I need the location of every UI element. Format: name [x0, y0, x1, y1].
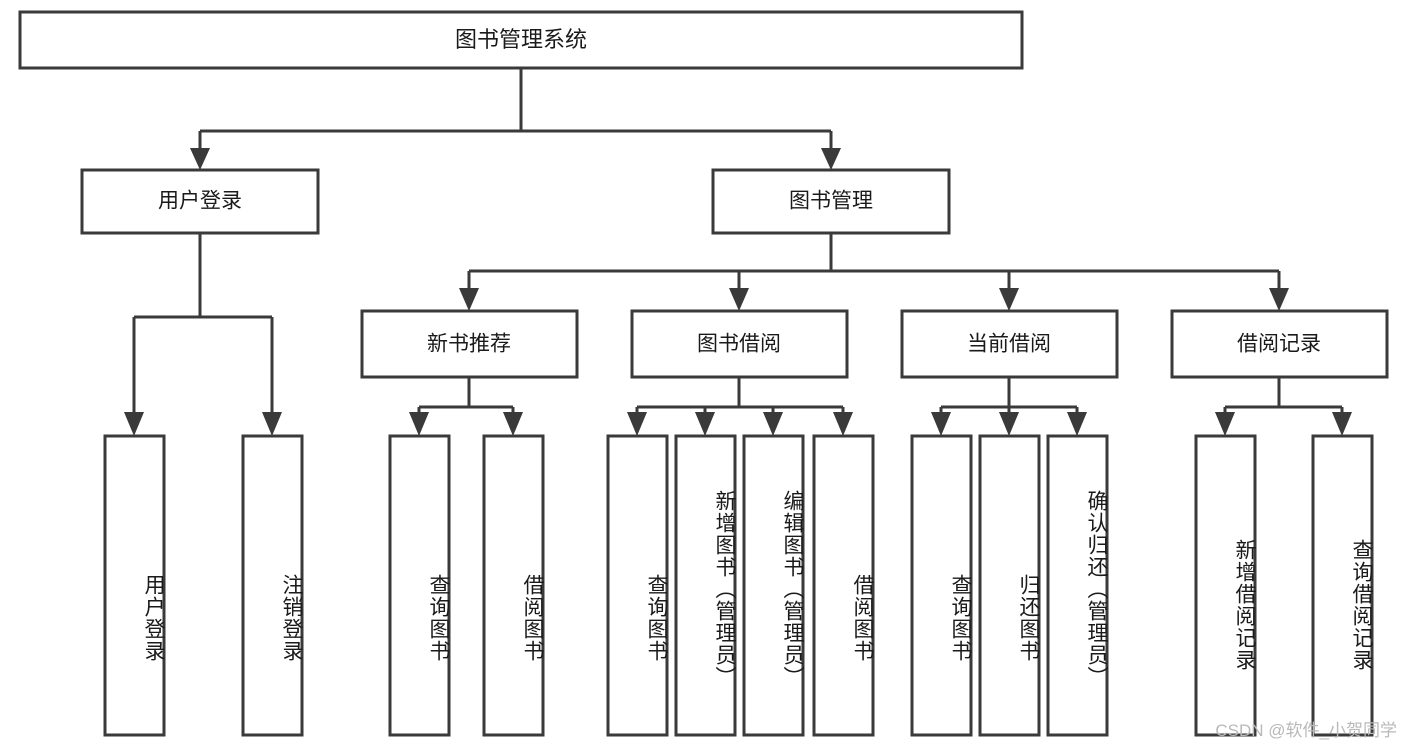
node-user-login-box[interactable]: [80, 168, 320, 235]
arrow-leaf-new-book-2: [503, 412, 523, 436]
arrow-borrow-record: [1269, 288, 1289, 311]
arrow-leaf-current-borrow-3: [1067, 412, 1087, 436]
node-book-manage[interactable]: 图书管理: [711, 168, 951, 235]
leaf-box-book-borrow-1[interactable]: [606, 434, 669, 737]
leaf-box-current-borrow-3[interactable]: [1046, 434, 1109, 737]
arrow-new-book: [459, 288, 479, 311]
arrow-leaf-user-login-1: [124, 412, 144, 436]
leaf-box-user-login-2[interactable]: [241, 434, 304, 737]
node-user-login[interactable]: 用户登录: [80, 168, 320, 235]
csdn-watermark: CSDN @软件_小贺同学: [1215, 721, 1397, 740]
node-book-borrow[interactable]: 图书借阅: [630, 309, 849, 379]
node-book-manage-box[interactable]: [711, 168, 951, 235]
node-root[interactable]: 图书管理系统: [18, 10, 1024, 70]
leaf-boxes: [103, 434, 1374, 737]
node-borrow-record[interactable]: 借阅记录: [1170, 309, 1389, 379]
leaf-box-current-borrow-2[interactable]: [978, 434, 1041, 737]
node-borrow-record-box[interactable]: [1170, 309, 1389, 379]
arrow-leaf-book-borrow-4: [833, 412, 853, 436]
leaf-box-book-borrow-4[interactable]: [812, 434, 875, 737]
node-new-book-recommend[interactable]: 新书推荐: [360, 309, 579, 379]
leaf-box-borrow-record-2[interactable]: [1311, 434, 1374, 737]
arrow-leaf-new-book-1: [409, 412, 429, 436]
arrow-leaf-borrow-record-2: [1332, 412, 1352, 436]
node-current-borrow[interactable]: 当前借阅: [900, 309, 1119, 379]
arrow-leaf-book-borrow-3: [763, 412, 783, 436]
node-user-login-label: 用户登录: [158, 190, 242, 213]
arrow-leaf-book-borrow-1: [627, 412, 647, 436]
connectors: [124, 68, 1352, 436]
arrow-book-borrow: [729, 288, 749, 311]
leaf-box-current-borrow-1[interactable]: [910, 434, 973, 737]
node-book-borrow-label: 图书借阅: [697, 333, 781, 356]
arrow-current-borrow: [999, 288, 1019, 311]
arrow-leaf-current-borrow-2: [999, 412, 1019, 436]
arrow-leaf-book-borrow-2: [695, 412, 715, 436]
leaf-box-book-borrow-3[interactable]: [742, 434, 805, 737]
arrow-leaf-borrow-record-1: [1215, 412, 1235, 436]
arrow-user-login: [190, 148, 210, 170]
leaf-box-new-book-2[interactable]: [482, 434, 545, 737]
node-root-label: 图书管理系统: [455, 27, 587, 52]
arrow-leaf-user-login-2: [262, 412, 282, 436]
node-new-book-recommend-label: 新书推荐: [427, 333, 511, 356]
node-new-book-recommend-box[interactable]: [360, 309, 579, 379]
node-borrow-record-label: 借阅记录: [1237, 333, 1321, 356]
node-current-borrow-box[interactable]: [900, 309, 1119, 379]
leaf-box-book-borrow-2[interactable]: [674, 434, 737, 737]
leaf-box-user-login-1[interactable]: [103, 434, 166, 737]
node-current-borrow-label: 当前借阅: [967, 333, 1051, 356]
arrow-book-manage: [821, 148, 841, 170]
arrow-leaf-current-borrow-1: [931, 412, 951, 436]
leaf-box-borrow-record-1[interactable]: [1194, 434, 1257, 737]
node-root-box[interactable]: [18, 10, 1024, 70]
leaf-box-new-book-1[interactable]: [388, 434, 451, 737]
node-book-borrow-box[interactable]: [630, 309, 849, 379]
node-book-manage-label: 图书管理: [789, 190, 873, 213]
